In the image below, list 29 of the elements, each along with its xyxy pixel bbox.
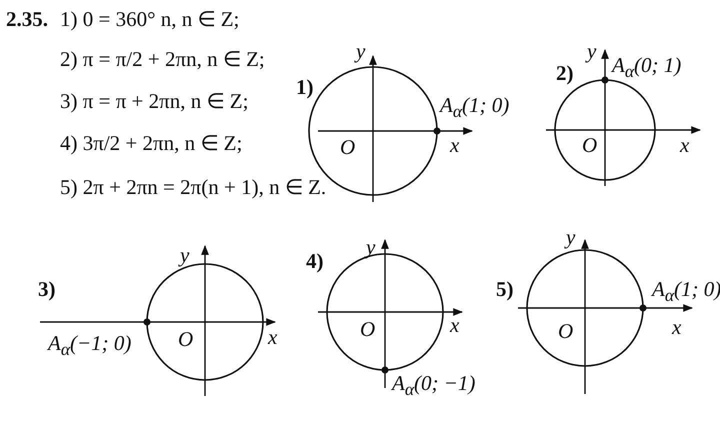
equation: 4) 3π/2 + 2πn, n ∈ Z; xyxy=(60,132,242,156)
point-label: A$_{α}$(1; 0) xyxy=(440,94,510,122)
problem-number: 2.35. xyxy=(6,8,48,32)
origin-label: O xyxy=(558,320,574,344)
panel-number: 1) xyxy=(296,76,314,100)
point-label: A$_{α}$(0; 1) xyxy=(612,54,682,82)
origin-label: O xyxy=(360,318,376,342)
axis-label: y xyxy=(356,40,366,64)
equation: 3) π = π + 2πn, n ∈ Z; xyxy=(60,90,248,114)
equation: 5) 2π + 2πn = 2π(n + 1), n ∈ Z. xyxy=(60,176,326,200)
origin-label: O xyxy=(178,328,194,352)
point-label: A$_{α}$(0; −1) xyxy=(392,372,476,400)
origin-label: O xyxy=(340,136,356,160)
panel-number: 3) xyxy=(38,278,56,302)
panel-number: 2) xyxy=(556,62,574,86)
axis-label: x xyxy=(450,314,460,338)
panel-number: 5) xyxy=(496,278,514,302)
axis-label: x xyxy=(672,316,682,340)
equation: 2) π = π/2 + 2πn, n ∈ Z; xyxy=(60,48,265,72)
point-label: A$_{α}$(−1; 0) xyxy=(48,332,132,360)
axis-label: y xyxy=(180,244,190,268)
axis-label: x xyxy=(450,134,460,158)
axis-label: x xyxy=(268,326,278,350)
panel-number: 4) xyxy=(306,250,324,274)
axis-label: y xyxy=(587,40,596,64)
origin-label: O xyxy=(582,134,598,158)
equation: 1) 0 = 360° n, n ∈ Z; xyxy=(60,8,240,32)
axis-label: x xyxy=(680,134,690,158)
axis-label: y xyxy=(566,226,576,250)
